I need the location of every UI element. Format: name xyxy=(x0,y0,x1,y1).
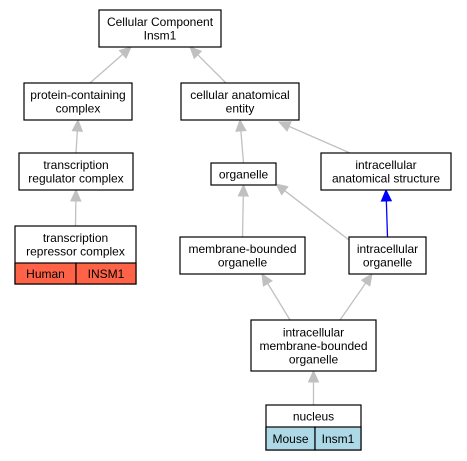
node-label-line: nucleus xyxy=(293,409,334,423)
edge-membrane_bounded-to-organelle xyxy=(237,183,250,238)
edge-line xyxy=(75,130,78,154)
edge-protein_complex-to-root xyxy=(89,46,132,84)
edge-intracellular_organelle-to-organelle xyxy=(275,183,350,241)
edge-intracellular_structure-to-cellular_entity xyxy=(277,121,351,154)
node-box xyxy=(180,82,300,121)
node-box xyxy=(23,82,133,121)
edge-line xyxy=(89,53,124,84)
arrowhead-icon xyxy=(275,183,289,196)
node-label-line: cellular anatomical xyxy=(190,88,289,102)
edge-nucleus-to-intracellular_membrane xyxy=(307,369,320,405)
node-box xyxy=(210,162,277,186)
gene-label: Insm1 xyxy=(322,432,355,446)
node-box xyxy=(18,152,134,191)
gene-cell xyxy=(75,262,137,285)
edge-line xyxy=(339,282,367,321)
node-label-line: intracellular xyxy=(283,325,344,339)
node-label-line: entity xyxy=(226,102,255,116)
arrowhead-icon xyxy=(261,272,273,287)
arrowhead-icon xyxy=(70,188,82,202)
arrowhead-icon xyxy=(237,183,250,197)
node-label-line: transcription xyxy=(43,158,108,172)
node-label-line: organelle xyxy=(289,352,339,366)
node-box xyxy=(179,236,306,275)
species-label: Human xyxy=(26,267,65,281)
arrowhead-icon xyxy=(118,46,132,59)
arrowhead-icon xyxy=(380,188,393,202)
node-label-line: complex xyxy=(56,102,101,116)
edge-intracellular_membrane-to-intracellular_organelle xyxy=(339,273,373,321)
edge-intracellular_organelle-to-intracellular_structure xyxy=(380,188,393,238)
node-label-line: anatomical structure xyxy=(332,172,440,186)
edge-line xyxy=(288,125,351,154)
node-label-line: intracellular xyxy=(357,242,418,256)
edge-line xyxy=(241,195,244,238)
arrowhead-icon xyxy=(189,46,203,60)
edge-intracellular_membrane-to-membrane_bounded xyxy=(261,272,291,321)
node-label-line: Cellular Component xyxy=(107,15,214,29)
node-label-line: regulator complex xyxy=(28,172,123,186)
edge-line xyxy=(267,283,291,321)
arrowhead-icon xyxy=(307,369,320,383)
arrowhead-icon xyxy=(235,118,247,132)
gene-cell xyxy=(314,426,362,451)
arrowhead-icon xyxy=(277,121,292,132)
edge-transcription_repressor-to-transcription_regulator xyxy=(70,188,82,227)
species-label: Mouse xyxy=(272,432,308,446)
node-organelle[interactable]: organelle xyxy=(210,162,277,186)
edge-line xyxy=(284,190,350,241)
node-box xyxy=(320,152,452,191)
edge-line xyxy=(240,130,245,164)
node-label-line: intracellular xyxy=(355,158,416,172)
node-label-line: membrane-bounded xyxy=(259,339,367,353)
edges-layer xyxy=(70,46,393,405)
arrowhead-icon xyxy=(71,118,84,132)
edge-organelle-to-cellular_entity xyxy=(235,118,247,164)
edge-transcription_regulator-to-protein_complex xyxy=(71,118,84,154)
arrowhead-icon xyxy=(360,273,373,287)
node-label-line: repressor complex xyxy=(26,245,125,259)
node-label-line: organelle xyxy=(363,256,413,270)
node-label-line: protein-containing xyxy=(30,88,125,102)
nodes-layer: Cellular ComponentInsm1protein-containin… xyxy=(14,9,452,451)
node-label-line: transcription xyxy=(43,231,108,245)
gene-label: INSM1 xyxy=(88,267,125,281)
node-box xyxy=(348,236,427,275)
node-label-line: membrane-bounded xyxy=(188,242,296,256)
node-box xyxy=(98,9,222,48)
edge-line xyxy=(197,54,227,84)
node-label-line: organelle xyxy=(218,256,268,270)
edge-cellular_entity-to-root xyxy=(189,46,227,84)
node-label-line: organelle xyxy=(219,167,269,181)
edge-line xyxy=(385,200,389,238)
node-box xyxy=(250,319,377,372)
node-label-line: Insm1 xyxy=(144,29,177,43)
